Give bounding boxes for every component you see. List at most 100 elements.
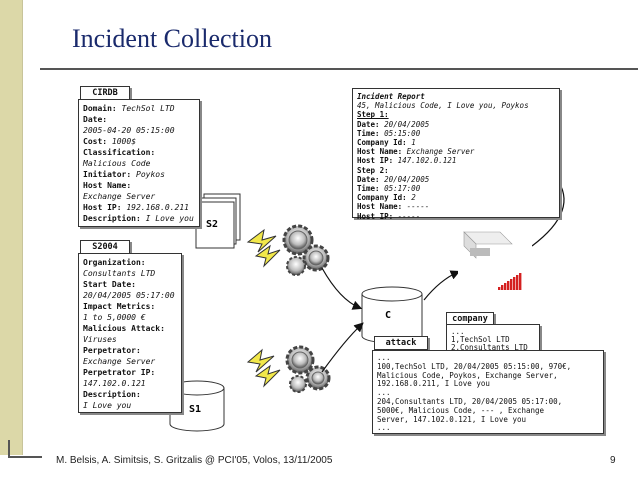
record-row: 20/04/2005 05:17:00: [83, 290, 177, 301]
thumbnail-bar: [498, 287, 501, 290]
lightning-bolt-icon: [246, 348, 281, 388]
report-line: Step 1:: [357, 110, 555, 119]
record-label: Start Date:: [83, 280, 136, 289]
s2004-tab: S2004: [80, 240, 130, 254]
report-line: Host Name: -----: [357, 202, 555, 211]
report-label: Step 1:: [357, 110, 389, 120]
report-value: 2: [411, 193, 416, 203]
record-row: Cost: 1000$: [83, 136, 195, 147]
slide-corner-mark: [8, 440, 42, 458]
report-value: 1: [411, 138, 416, 148]
record-row: Malicious Code: [83, 158, 195, 169]
thumbnail-bar: [516, 275, 519, 290]
record-label: Perpetrator:: [83, 346, 141, 355]
record-row: Description: I Love you: [83, 213, 195, 224]
s2-label: S2: [206, 219, 219, 230]
record-value: Exchange Server: [83, 192, 156, 201]
record-row: Initiator: Poykos: [83, 169, 195, 180]
s1-cylinder: [169, 380, 225, 432]
thumbnail-bar: [519, 273, 522, 290]
report-value: 147.102.0.121: [397, 156, 457, 166]
report-line: Host IP: 147.102.0.121: [357, 156, 555, 165]
record-value: Viruses: [83, 335, 117, 344]
lightning-bolt-icon: [246, 228, 281, 268]
record-value: 147.102.0.121: [83, 379, 146, 388]
record-label: Date:: [83, 115, 108, 124]
record-row: Malicious Attack:: [83, 323, 177, 334]
table-row: ...: [451, 327, 465, 336]
record-row: 1 to 5,0000 €: [83, 312, 177, 323]
record-label: Cost:: [83, 137, 108, 146]
record-label: Host IP:: [83, 203, 122, 212]
report-value: 20/04/2005: [384, 174, 430, 184]
report-value: -----: [406, 202, 430, 212]
gear-icon: [282, 224, 330, 276]
report-line: Time: 05:17:00: [357, 184, 555, 193]
arrow-s1-to-c: [321, 322, 364, 373]
report-line: Step 2:: [357, 166, 555, 175]
c-cylinder: [361, 286, 423, 344]
report-label: Step 2:: [357, 165, 389, 175]
report-label: Company Id:: [357, 138, 407, 148]
table-row: 1,TechSol LTD: [451, 335, 510, 344]
record-row: Perpetrator IP:: [83, 367, 177, 378]
report-line: Host Name: Exchange Server: [357, 147, 555, 156]
record-label: Classification:: [83, 148, 156, 157]
record-row: Start Date:: [83, 279, 177, 290]
record-row: Domain: TechSol LTD: [83, 103, 195, 114]
record-label: Domain:: [83, 104, 117, 113]
record-row: Host Name:: [83, 180, 195, 191]
attack-tab: attack: [374, 336, 428, 350]
report-label: Host IP:: [357, 156, 394, 166]
attack-table: ...100,TechSol LTD, 20/04/2005 05:15:00,…: [372, 350, 604, 434]
report-line: Company Id: 2: [357, 193, 555, 202]
record-label: Description:: [83, 390, 141, 399]
page-number: 9: [610, 455, 616, 466]
report-label: Date:: [357, 174, 380, 184]
arrow-s2-to-c: [321, 267, 363, 310]
slide-left-bar-inner: [22, 0, 41, 455]
record-value: 1000$: [111, 137, 137, 146]
table-row: 100,TechSol LTD, 20/04/2005 05:15:00, 97…: [377, 361, 572, 371]
arrow-c-to-chart: [423, 270, 461, 301]
record-row: Date:: [83, 114, 195, 125]
record-row: Consultants LTD: [83, 268, 177, 279]
record-value: Poykos: [136, 170, 165, 179]
record-value: 1 to 5,0000 €: [83, 313, 146, 322]
s1-label: S1: [189, 404, 202, 415]
report-line: Time: 05:15:00: [357, 129, 555, 138]
record-value: Malicious Code: [83, 159, 151, 168]
record-label: Impact Metrics:: [83, 302, 156, 311]
record-value: 192.168.0.211: [126, 203, 189, 212]
record-row: Perpetrator:: [83, 345, 177, 356]
report-label: Time:: [357, 128, 380, 138]
record-row: Description:: [83, 389, 177, 400]
report-title: Incident Report: [357, 92, 425, 101]
thumbnail-bar: [510, 279, 513, 290]
record-row: Impact Metrics:: [83, 301, 177, 312]
record-row: I Love you: [83, 400, 177, 411]
report-chart-thumbnail: [458, 226, 532, 298]
report-label: Host IP:: [357, 211, 394, 221]
report-value: 20/04/2005: [384, 119, 430, 129]
s2-document-stack: [195, 193, 241, 249]
report-label: Date:: [357, 119, 380, 129]
report-label: Host Name:: [357, 147, 403, 157]
report-line: Host IP: -----: [357, 212, 555, 221]
record-value: Exchange Server: [83, 357, 156, 366]
record-row: Exchange Server: [83, 356, 177, 367]
gear-icon: [285, 345, 331, 393]
record-label: Description:: [83, 214, 141, 223]
report-value: 05:15:00: [384, 128, 421, 138]
thumbnail-bar: [513, 277, 516, 290]
table-row: 5000€, Malicious Code, --- , Exchange: [377, 405, 545, 415]
table-row: Malicious Code, Poykos, Exchange Server,: [377, 370, 558, 380]
report-line: Date: 20/04/2005: [357, 120, 555, 129]
record-row: 147.102.0.121: [83, 378, 177, 389]
record-label: Initiator:: [83, 170, 132, 179]
cirdb-tab: CIRDB: [80, 86, 130, 100]
